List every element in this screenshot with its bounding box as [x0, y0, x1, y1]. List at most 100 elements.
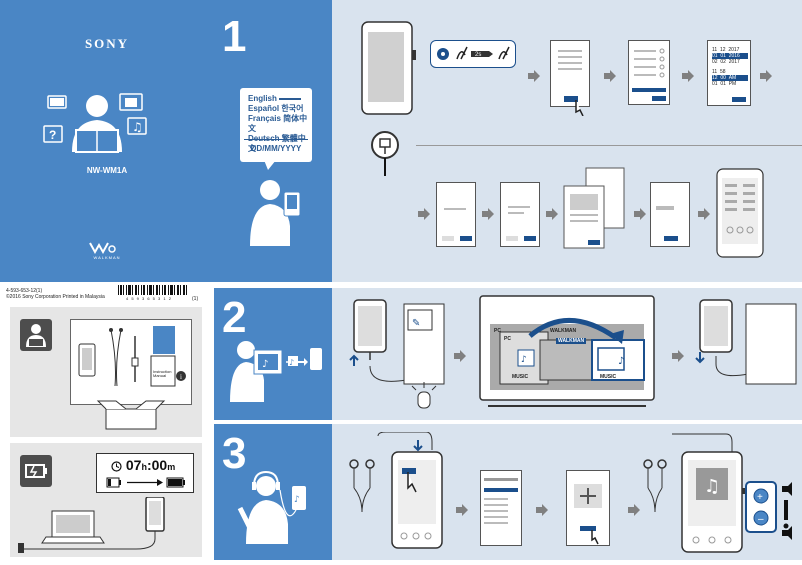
language-traditional-chinese: 繁體中文	[248, 134, 306, 153]
arrow-right-icon	[482, 208, 494, 220]
connect-to-pc-icon: ✎	[349, 299, 445, 409]
date-year: 2017	[728, 59, 740, 65]
model-name: NW-WM1A	[86, 166, 128, 175]
barcode-suffix: (1)	[192, 296, 199, 302]
arrow-right-icon	[604, 70, 616, 82]
date-year: 2017	[728, 47, 740, 53]
time-hour: 11	[712, 69, 718, 75]
walkman-folder-label: WALKMAN	[556, 338, 587, 344]
svg-text:♪: ♪	[618, 356, 624, 367]
time-ampm: PM	[728, 81, 737, 87]
svg-text:i: i	[180, 373, 182, 381]
svg-text:–: –	[758, 514, 764, 525]
date-month: 02	[720, 59, 726, 65]
setup-screen-license	[550, 40, 590, 116]
date-month: 01	[720, 53, 726, 59]
time-colon: :	[146, 457, 152, 473]
charge-minutes: 00	[151, 457, 168, 473]
date-format-label: DD/MM/YYYY	[250, 144, 302, 153]
arrow-right-icon	[536, 504, 548, 516]
copyright-text: ©2016 Sony Corporation Printed in Malays…	[6, 294, 105, 300]
language-bubble: English Español 한국어 Français 简体中文 Deutsc…	[240, 88, 312, 162]
battery-level-icon	[106, 477, 185, 488]
language-row: English	[248, 94, 312, 104]
person-holding-player-icon	[250, 180, 301, 246]
step-number-1: 1	[222, 12, 247, 61]
walkman-window-label: WALKMAN	[550, 328, 577, 334]
arrow-right-icon	[418, 208, 430, 220]
time-hour: 01	[712, 81, 718, 87]
document-info: 4-593-653-12(1) ©2016 Sony Corporation P…	[6, 288, 206, 306]
bubble-tail	[264, 160, 276, 170]
time-minute: 01	[720, 81, 726, 87]
arrow-right-icon	[698, 208, 710, 220]
monitor-icon: ♪ ♪	[479, 295, 655, 407]
language-row: Français 简体中文	[248, 114, 312, 134]
pc-folder-label: PC	[504, 336, 511, 342]
svg-text:✎: ✎	[412, 318, 420, 329]
setup-screen-notice	[500, 182, 540, 247]
language-selected-bar	[279, 97, 302, 100]
part-number: 4-593-653-12(1)	[6, 288, 43, 294]
arrow-right-icon	[528, 70, 540, 82]
charge-time-bubble: 07h:00m	[96, 453, 194, 493]
disconnect-from-pc-icon	[695, 299, 797, 385]
step-2-panel: 2 ♪ ♪	[214, 288, 332, 420]
time-ampm: AM	[728, 75, 737, 81]
svg-text:♪: ♪	[289, 358, 294, 367]
usb-plug-icon	[371, 131, 399, 176]
language-french: Français	[248, 114, 281, 123]
svg-text:♪: ♪	[521, 355, 527, 365]
music-library-screen	[480, 470, 522, 546]
language-row: Español 한국어	[248, 104, 312, 114]
charging-panel: 07h:00m	[10, 443, 202, 557]
transfer-screen: ♪ ♪ PC PC WALKMAN WALKMAN MUSIC MUSIC	[478, 294, 656, 410]
svg-text:♪: ♪	[262, 359, 268, 370]
barcode-digits: 4 5 9 3 6 5 3 1 2	[126, 296, 172, 301]
svg-text:♪: ♪	[294, 495, 300, 505]
svg-text:?: ?	[49, 128, 56, 142]
minute-unit: m	[167, 462, 176, 472]
step-3-instructions: ♫ + –	[332, 424, 802, 560]
pc-window-label: PC	[494, 328, 501, 334]
arrow-right-icon	[634, 208, 646, 220]
charge-hours: 07	[125, 457, 142, 473]
arrow-right-icon	[682, 70, 694, 82]
arrow-right-icon	[760, 70, 772, 82]
date-row-selected: 01 01 2016	[712, 53, 748, 59]
step-number-2: 2	[222, 293, 247, 342]
time-hour: 12	[712, 75, 718, 81]
date-wheel: 11 12 2017 01 01 2016 02 02 2017 11 58 1…	[712, 47, 748, 87]
walkman-wordmark: WALKMAN	[93, 255, 121, 260]
walkman-w-logo	[89, 242, 116, 254]
sony-logo: SONY	[84, 36, 130, 51]
manual-label: Instruction Manual	[153, 369, 172, 378]
date-month: 12	[719, 47, 726, 53]
playback-controls-screen	[566, 470, 610, 546]
date-row: 02 02 2017	[712, 59, 748, 65]
time-row: 11 58	[712, 69, 748, 75]
language-english: English	[248, 94, 277, 103]
time-row: 01 01 PM	[712, 81, 748, 87]
person-reading-icon	[20, 319, 52, 351]
date-row: 11 12 2017	[712, 47, 748, 53]
music-label: MUSIC	[512, 374, 529, 380]
arrow-right-icon	[454, 350, 466, 362]
clock-icon	[111, 461, 122, 472]
person-transfer-icon: ♪ ♪	[230, 341, 322, 402]
language-simplified-chinese: 简体中文	[248, 114, 308, 133]
arrow-right-icon	[546, 208, 558, 220]
language-german: Deutsch	[248, 134, 280, 143]
svg-text:2s: 2s	[475, 52, 481, 58]
section-divider	[416, 145, 802, 146]
open-box-icon	[96, 400, 166, 430]
step-1-panel: 1 English Español 한국어 Français 简体中文 Deut…	[214, 0, 332, 282]
setup-screen-options	[628, 40, 670, 105]
cover-panel: SONY ? ♫ NW-WM1A WALKMAN	[0, 0, 214, 282]
setup-screen-stacked-docs	[563, 167, 625, 249]
language-spanish: Español	[248, 104, 280, 113]
time-minute: 00	[720, 75, 726, 81]
ok-button[interactable]	[732, 97, 746, 102]
date-year: 2016	[728, 53, 740, 59]
